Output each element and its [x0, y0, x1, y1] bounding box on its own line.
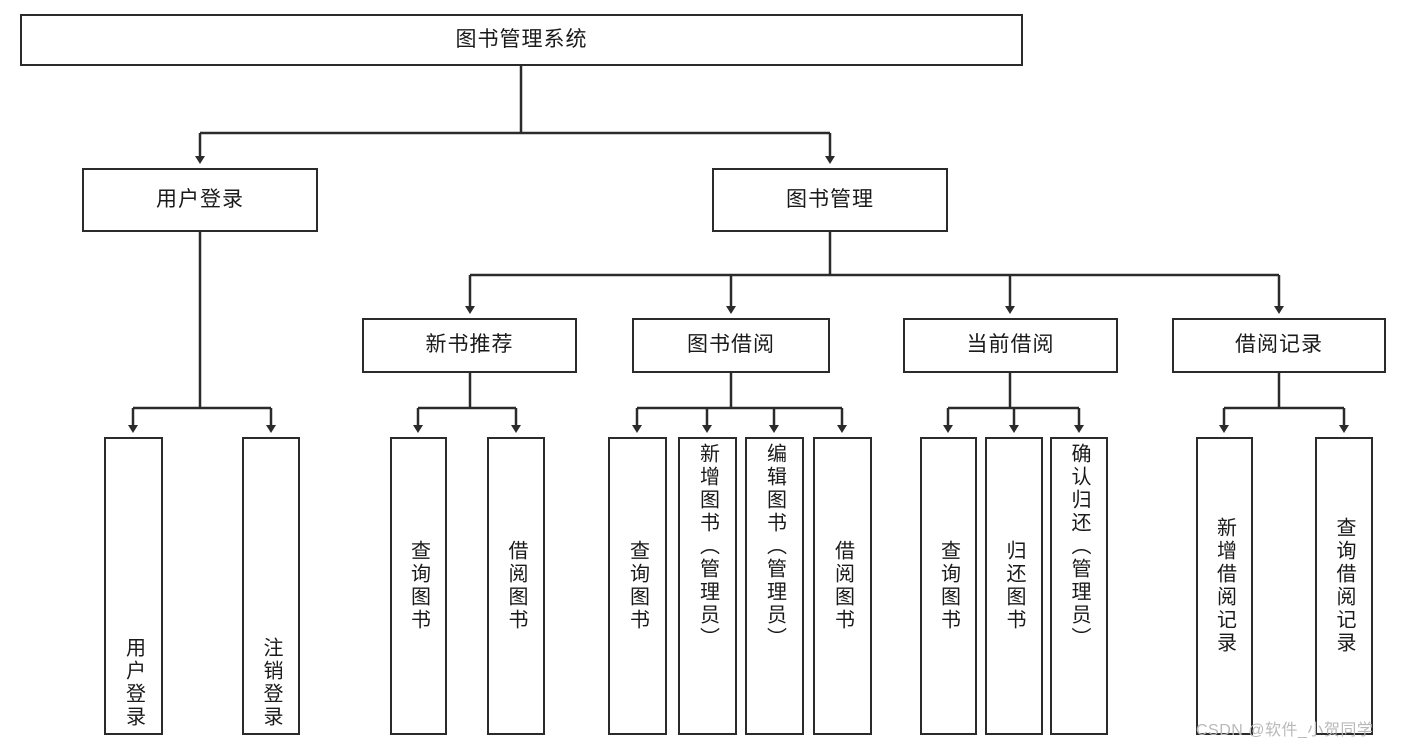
node-label: 图书管理: [786, 187, 874, 211]
leaf-label: 新增图书（管理员）: [696, 443, 719, 650]
leaf-node[interactable]: 借阅图书: [813, 437, 872, 735]
leaf-label: 查询借阅记录: [1333, 517, 1355, 655]
node-label: 图书管理系统: [455, 27, 588, 51]
leaf-label: 新增借阅记录: [1213, 517, 1236, 655]
leaf-node[interactable]: 查询借阅记录: [1315, 437, 1373, 735]
node-label: 借阅记录: [1235, 333, 1323, 357]
leaf-node[interactable]: 新增图书（管理员）: [678, 437, 737, 735]
leaf-node[interactable]: 归还图书: [985, 437, 1043, 735]
leaf-label: 注销登录: [260, 637, 282, 729]
node-user-login[interactable]: 用户登录: [82, 168, 318, 232]
leaf-label: 确认归还（管理员）: [1068, 443, 1090, 650]
leaf-label: 查询图书: [407, 540, 430, 632]
leaf-label: 查询图书: [937, 540, 960, 632]
node-label: 当前借阅: [966, 333, 1055, 357]
node-book-borrow[interactable]: 图书借阅: [632, 318, 830, 373]
leaf-label: 用户登录: [122, 637, 145, 729]
leaf-label: 归还图书: [1003, 540, 1025, 632]
node-borrow-records[interactable]: 借阅记录: [1172, 318, 1386, 373]
node-label: 用户登录: [156, 187, 244, 211]
leaf-node[interactable]: 查询图书: [920, 437, 977, 735]
leaf-node[interactable]: 注销登录: [242, 437, 300, 735]
leaf-node[interactable]: 编辑图书（管理员）: [745, 437, 804, 735]
node-root-system[interactable]: 图书管理系统: [20, 14, 1023, 66]
leaf-label: 查询图书: [626, 540, 649, 632]
node-book-management[interactable]: 图书管理: [712, 168, 948, 232]
leaf-node[interactable]: 用户登录: [104, 437, 163, 735]
node-current-borrow[interactable]: 当前借阅: [903, 318, 1118, 373]
leaf-label: 借阅图书: [505, 540, 527, 632]
leaf-node[interactable]: 查询图书: [390, 437, 447, 735]
node-label: 图书借阅: [687, 333, 775, 357]
leaf-label: 编辑图书（管理员）: [763, 443, 786, 650]
leaf-node[interactable]: 新增借阅记录: [1196, 437, 1253, 735]
csdn-watermark: CSDN @软件_小贺同学: [1196, 722, 1374, 739]
leaf-node[interactable]: 查询图书: [608, 437, 667, 735]
node-label: 新书推荐: [425, 333, 514, 357]
leaf-label: 借阅图书: [831, 540, 854, 632]
node-new-book-recommend[interactable]: 新书推荐: [362, 318, 577, 373]
leaf-node[interactable]: 确认归还（管理员）: [1050, 437, 1108, 735]
leaf-node[interactable]: 借阅图书: [487, 437, 545, 735]
